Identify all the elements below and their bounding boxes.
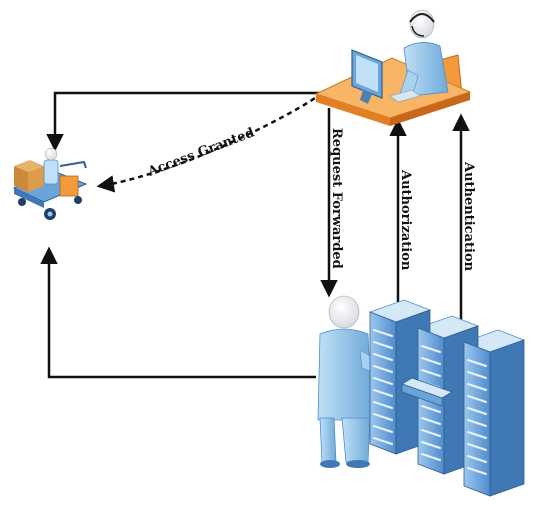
label-authentication: Authentication bbox=[461, 161, 476, 272]
connector-desk-to-client bbox=[46, 91, 322, 152]
label-access-granted: Access Granted bbox=[145, 125, 256, 180]
support-agent-icon bbox=[314, 9, 472, 126]
label-authorization: Authorization bbox=[398, 169, 413, 271]
label-request-forwarded: Request Forwarded bbox=[329, 128, 344, 269]
server-rack-icon bbox=[368, 299, 526, 497]
connector-user-to-client bbox=[40, 246, 316, 379]
client-cart-icon bbox=[12, 147, 88, 220]
access-granted-arrow bbox=[96, 92, 323, 193]
